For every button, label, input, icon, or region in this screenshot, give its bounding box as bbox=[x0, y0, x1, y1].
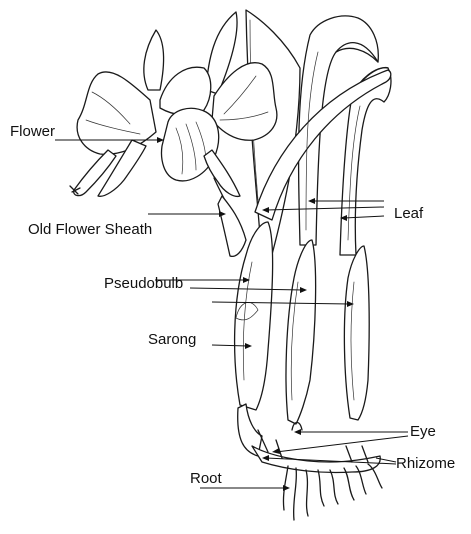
arrow-eye-1 bbox=[294, 429, 301, 435]
root-3 bbox=[306, 470, 308, 516]
arrow-root bbox=[283, 485, 290, 491]
pseudobulb-right bbox=[344, 246, 369, 420]
label-old-flower-sheath: Old Flower Sheath bbox=[28, 221, 152, 238]
petal-top-left bbox=[144, 30, 164, 90]
root-5 bbox=[330, 470, 338, 504]
eye-bud bbox=[292, 423, 302, 431]
root-4 bbox=[318, 470, 324, 506]
label-rhizome: Rhizome bbox=[396, 455, 455, 472]
pseudobulb-middle bbox=[286, 240, 316, 424]
sepal-lower-right bbox=[204, 150, 240, 196]
root-2 bbox=[294, 468, 297, 520]
label-leaf: Leaf bbox=[394, 205, 424, 222]
petal-left-ruffled bbox=[77, 72, 156, 154]
petal-center-upper bbox=[160, 67, 211, 115]
rhizome bbox=[252, 446, 380, 473]
leader-eye-2 bbox=[276, 436, 408, 452]
label-sarong: Sarong bbox=[148, 331, 196, 348]
leader-pseudobulb-3 bbox=[212, 302, 350, 304]
label-root: Root bbox=[190, 470, 223, 487]
label-flower: Flower bbox=[10, 123, 55, 140]
arrow-eye-2 bbox=[272, 448, 280, 454]
label-pseudobulb: Pseudobulb bbox=[104, 275, 183, 292]
old-flower-sheath-shape bbox=[218, 196, 246, 256]
label-eye: Eye bbox=[410, 423, 436, 440]
cattleya-flower bbox=[70, 12, 277, 196]
